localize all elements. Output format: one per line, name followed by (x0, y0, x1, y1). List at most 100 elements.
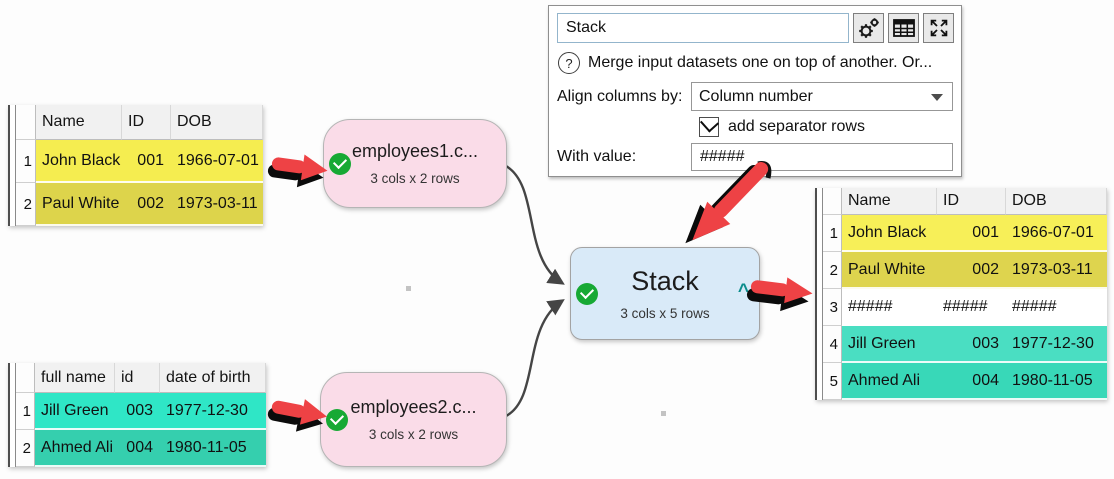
table-row[interactable]: 2 Paul White 002 1973-03-11 (823, 252, 1107, 289)
row-number[interactable]: 3 (823, 289, 842, 326)
table-row[interactable]: 5 Ahmed Ali 004 1980-11-05 (823, 363, 1107, 400)
canvas-grid-dot (661, 411, 666, 416)
table-cell[interactable]: 1980-11-05 (1006, 363, 1107, 400)
table-cell[interactable]: 1966-07-01 (1006, 215, 1107, 252)
column-header[interactable]: Name (842, 188, 937, 215)
table-cell[interactable]: 1966-07-01 (171, 140, 263, 183)
node-title: Stack (631, 266, 699, 296)
connector-input1-to-stack (505, 164, 565, 285)
table-cell[interactable]: ##### (842, 289, 937, 326)
node-title: employees1.c... (351, 141, 479, 161)
canvas-grid-dot (406, 286, 411, 291)
table-cell[interactable]: 001 (122, 140, 171, 183)
node-name-input[interactable]: Stack (557, 13, 849, 43)
column-header[interactable]: id (115, 363, 160, 393)
node-employees1[interactable]: employees1.c... 3 cols x 2 rows (323, 119, 507, 208)
collapse-caret-icon[interactable]: ^ (737, 280, 749, 302)
with-value-input[interactable]: ##### (691, 143, 953, 171)
row-number[interactable]: 1 (823, 215, 842, 252)
align-columns-select[interactable]: Column number (691, 82, 953, 111)
expand-icon (930, 19, 947, 37)
red-arrow-input1 (267, 154, 328, 188)
table-cell[interactable]: John Black (842, 215, 937, 252)
table-header-row: Name ID DOB (823, 188, 1107, 215)
row-number[interactable]: 1 (16, 393, 35, 430)
table-row[interactable]: 2 Paul White 002 1973-03-11 (16, 183, 263, 226)
row-number[interactable]: 1 (16, 140, 36, 183)
input1-preview-table: Name ID DOB 1 John Black 001 1966-07-01 … (8, 105, 263, 226)
table-icon (892, 19, 915, 37)
table-cell[interactable]: Ahmed Ali (35, 430, 115, 467)
table-cell[interactable]: 003 (937, 326, 1006, 363)
row-number[interactable]: 5 (823, 363, 842, 400)
table-row-separator[interactable]: 3 ##### ##### ##### (823, 289, 1107, 326)
table-cell[interactable]: 002 (937, 252, 1006, 289)
table-row[interactable]: 1 John Black 001 1966-07-01 (16, 140, 263, 183)
table-cell[interactable]: 002 (122, 183, 171, 226)
table-cell[interactable]: 1973-03-11 (171, 183, 263, 226)
stack-properties-panel: Stack (548, 5, 962, 177)
row-number[interactable]: 4 (823, 326, 842, 363)
column-header[interactable]: Name (36, 105, 122, 140)
table-cell[interactable]: 1977-12-30 (1006, 326, 1107, 363)
add-separator-rows-label: add separator rows (728, 118, 865, 135)
table-left-edge (8, 105, 16, 226)
corner-cell[interactable] (823, 188, 842, 215)
settings-button[interactable] (853, 13, 884, 43)
table-row[interactable]: 2 Ahmed Ali 004 1980-11-05 (16, 430, 266, 467)
table-left-edge (815, 188, 823, 400)
table-cell[interactable]: 001 (937, 215, 1006, 252)
table-cell[interactable]: Paul White (36, 183, 122, 226)
column-header[interactable]: full name (35, 363, 115, 393)
ok-check-icon (576, 282, 598, 305)
table-cell[interactable]: 004 (115, 430, 160, 467)
column-header[interactable]: date of birth (160, 363, 266, 393)
node-dimensions: 3 cols x 2 rows (368, 427, 459, 442)
help-icon[interactable]: ? (558, 52, 580, 74)
node-dimensions: 3 cols x 2 rows (370, 171, 460, 186)
transform-description: Merge input datasets one on top of anoth… (588, 54, 933, 71)
table-cell[interactable]: Jill Green (35, 393, 115, 430)
table-left-edge (8, 363, 16, 467)
column-header[interactable]: DOB (171, 105, 263, 140)
table-cell[interactable]: Ahmed Ali (842, 363, 937, 400)
table-cell[interactable]: 1977-12-30 (160, 393, 266, 430)
row-number[interactable]: 2 (16, 183, 36, 226)
show-table-button[interactable] (888, 13, 919, 43)
table-cell[interactable]: 003 (115, 393, 160, 430)
row-number[interactable]: 2 (16, 430, 35, 467)
node-dimensions: 3 cols x 5 rows (620, 306, 710, 321)
column-header[interactable]: ID (122, 105, 171, 140)
row-number[interactable]: 2 (823, 252, 842, 289)
column-header[interactable]: DOB (1006, 188, 1107, 215)
table-row[interactable]: 4 Jill Green 003 1977-12-30 (823, 326, 1107, 363)
table-cell[interactable]: 1980-11-05 (160, 430, 266, 467)
corner-cell[interactable] (16, 363, 35, 393)
table-cell[interactable]: John Black (36, 140, 122, 183)
output-preview-table: Name ID DOB 1 John Black 001 1966-07-01 … (815, 188, 1107, 400)
table-cell[interactable]: 004 (937, 363, 1006, 400)
node-title: employees2.c... (350, 397, 477, 417)
node-employees2[interactable]: employees2.c... 3 cols x 2 rows (320, 372, 507, 467)
ok-check-icon (329, 152, 351, 175)
gears-icon (858, 18, 879, 38)
corner-cell[interactable] (16, 105, 36, 140)
table-cell[interactable]: ##### (1006, 289, 1107, 326)
table-row[interactable]: 1 Jill Green 003 1977-12-30 (16, 393, 266, 430)
align-columns-value: Column number (699, 87, 813, 105)
ok-check-icon (326, 408, 348, 431)
node-stack[interactable]: Stack 3 cols x 5 rows ^ (570, 247, 760, 340)
table-cell[interactable]: ##### (937, 289, 1006, 326)
add-separator-rows-checkbox[interactable] (699, 117, 719, 137)
maximize-button[interactable] (923, 13, 954, 43)
column-header[interactable]: ID (937, 188, 1006, 215)
table-cell[interactable]: 1973-03-11 (1006, 252, 1107, 289)
table-cell[interactable]: Paul White (842, 252, 937, 289)
table-cell[interactable]: Jill Green (842, 326, 937, 363)
table-row[interactable]: 1 John Black 001 1966-07-01 (823, 215, 1107, 252)
table-header-row: Name ID DOB (16, 105, 263, 140)
connector-input2-to-stack (505, 299, 565, 418)
align-columns-label: Align columns by: (557, 87, 683, 105)
with-value-label: With value: (557, 148, 637, 165)
